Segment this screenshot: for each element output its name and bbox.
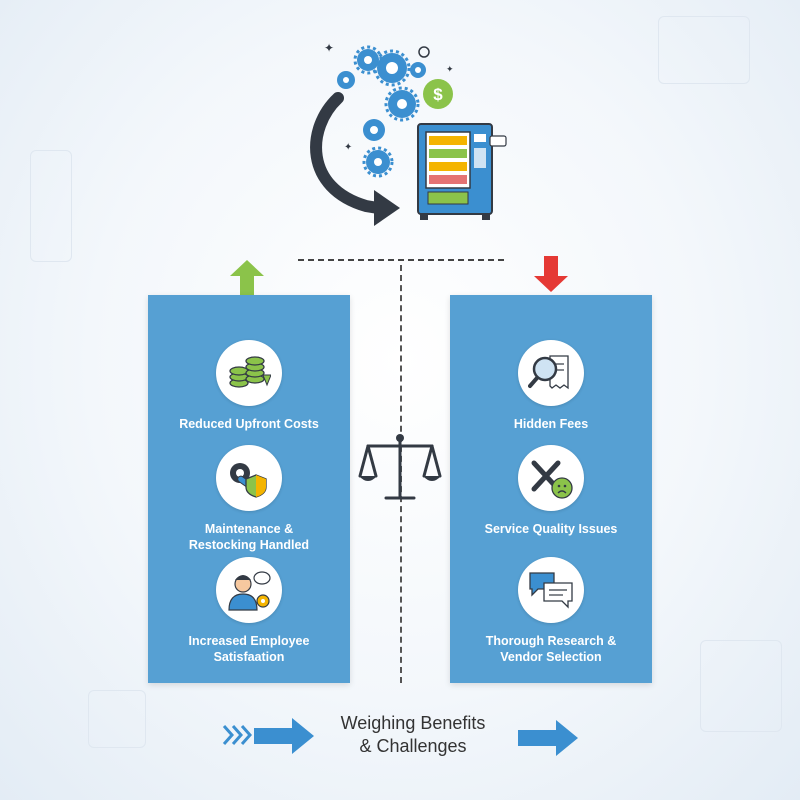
tools-sad-face-icon [518, 445, 584, 511]
benefits-panel: Reduced Upfront Costs Maintenance & Rest… [148, 295, 350, 683]
up-arrow-icon [228, 258, 266, 298]
challenge-item: Service Quality Issues [450, 445, 652, 537]
benefit-label: Increased Employee Satisfaation [188, 634, 310, 664]
benefit-label: Reduced Upfront Costs [179, 417, 319, 431]
benefit-item: Reduced Upfront Costs [148, 340, 350, 432]
coins-down-icon [216, 340, 282, 406]
svg-text:$: $ [433, 85, 443, 104]
benefit-label: Maintenance & Restocking Handled [188, 522, 310, 552]
benefit-item: Maintenance & Restocking Handled [148, 445, 350, 553]
svg-text:✦: ✦ [324, 41, 334, 55]
right-arrow-icon [518, 718, 580, 758]
background-document-shape [700, 640, 782, 732]
cycle-arrow-icon [310, 92, 384, 214]
svg-text:✦: ✦ [344, 142, 352, 153]
gear-icon [337, 49, 426, 174]
background-document-shape [658, 16, 750, 84]
chat-bubbles-icon [518, 557, 584, 623]
svg-text:✦: ✦ [446, 65, 454, 75]
horizontal-dashed-divider [298, 259, 504, 261]
benefit-item: Increased Employee Satisfaation [148, 557, 350, 665]
challenge-label: Service Quality Issues [484, 522, 618, 536]
happy-employee-icon [216, 557, 282, 623]
balance-scale-icon [358, 432, 442, 502]
down-arrow-icon [532, 254, 570, 294]
challenge-label: Hidden Fees [513, 417, 589, 431]
gear-wrench-shield-icon [216, 445, 282, 511]
challenge-item: Thorough Research & Vendor Selection [450, 557, 652, 665]
background-document-shape [88, 690, 146, 748]
vending-automation-illustration: $ ✦ ✦ ✦ [296, 38, 516, 234]
magnifier-receipt-icon [518, 340, 584, 406]
footer-title: Weighing Benefits & Challenges [340, 713, 486, 756]
vending-machine-icon [417, 123, 507, 220]
challenge-item: Hidden Fees [450, 340, 652, 432]
challenge-label: Thorough Research & Vendor Selection [485, 634, 617, 664]
dollar-coin-icon: $ [423, 79, 453, 109]
challenges-panel: Hidden Fees Service Quality Issues Thoro… [450, 295, 652, 683]
chevrons-icon [222, 722, 254, 748]
background-document-shape [30, 150, 72, 262]
right-arrow-icon [254, 716, 316, 756]
